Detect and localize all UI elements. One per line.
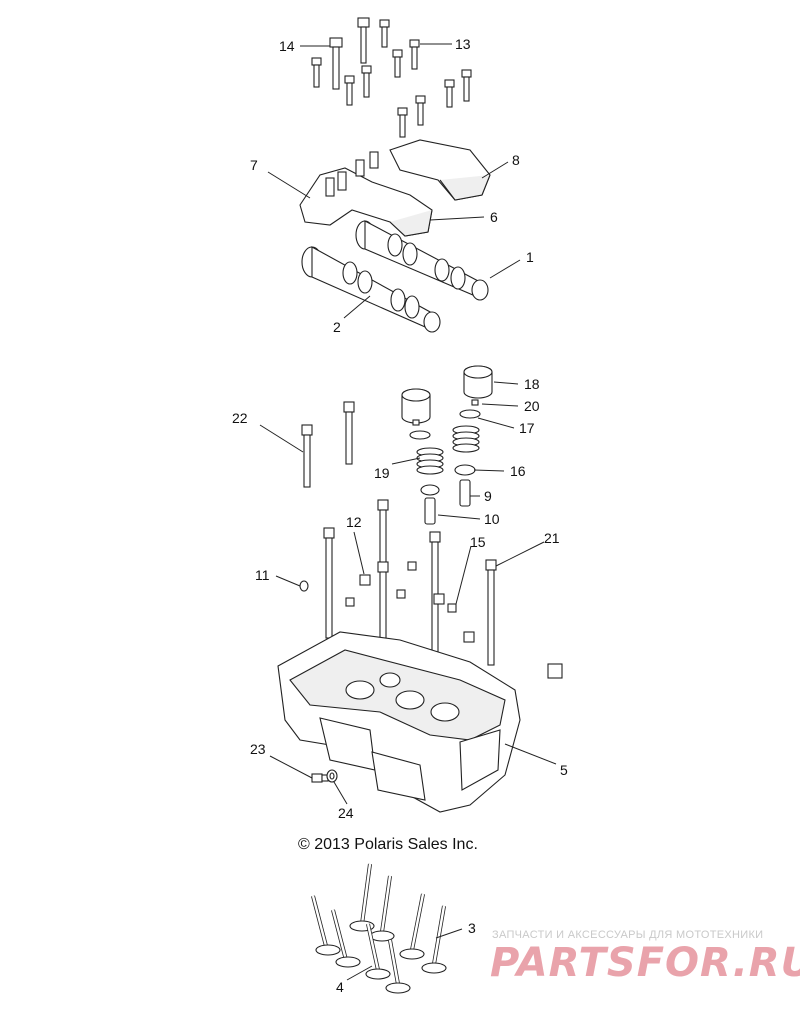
leader-lines: [259, 43, 557, 981]
callout-20: 20: [524, 398, 540, 414]
callout-11: 11: [255, 567, 270, 583]
camshaft-carrier-rear: [389, 139, 491, 201]
callout-15: 15: [470, 534, 486, 550]
camshaft-carrier-front: [299, 151, 433, 237]
camshaft-cap-bolts: [311, 17, 472, 138]
callout-7: 7: [250, 157, 258, 173]
callout-4: 4: [336, 979, 344, 995]
valves: [311, 863, 447, 994]
copyright-text: © 2013 Polaris Sales Inc.: [298, 836, 478, 853]
callout-3: 3: [468, 920, 476, 936]
callout-24: 24: [338, 805, 354, 821]
plug-and-washer: [311, 769, 338, 783]
callout-5: 5: [560, 762, 568, 778]
callout-2: 2: [333, 319, 341, 335]
camshaft-exhaust: [355, 220, 489, 301]
watermark-brand: PARTSFOR.RU: [490, 940, 800, 986]
callout-16: 16: [510, 463, 526, 479]
head-bolts-long: [301, 401, 355, 488]
callout-23: 23: [250, 741, 266, 757]
valve-train-parts: [401, 365, 493, 525]
dowel-pins: [299, 561, 563, 679]
camshaft-intake: [301, 246, 441, 333]
callout-21: 21: [544, 530, 560, 546]
callout-12: 12: [346, 514, 362, 530]
callout-13: 13: [455, 36, 471, 52]
watermark-subtitle: ЗАПЧАСТИ И АКСЕССУАРЫ ДЛЯ МОТОТЕХНИКИ: [492, 929, 764, 941]
callout-8: 8: [512, 152, 520, 168]
callout-10: 10: [484, 511, 500, 527]
callout-18: 18: [524, 376, 540, 392]
callout-22: 22: [232, 410, 248, 426]
callout-9: 9: [484, 488, 492, 504]
callout-19: 19: [374, 465, 390, 481]
callout-1: 1: [526, 249, 534, 265]
callout-17: 17: [519, 420, 535, 436]
callout-6: 6: [490, 209, 498, 225]
cylinder-head: [277, 631, 521, 813]
callout-labels: 14 13 7 8 6 1 2 18 20 17 22 19 16 9 10 1…: [232, 36, 568, 995]
callout-14: 14: [279, 38, 295, 54]
